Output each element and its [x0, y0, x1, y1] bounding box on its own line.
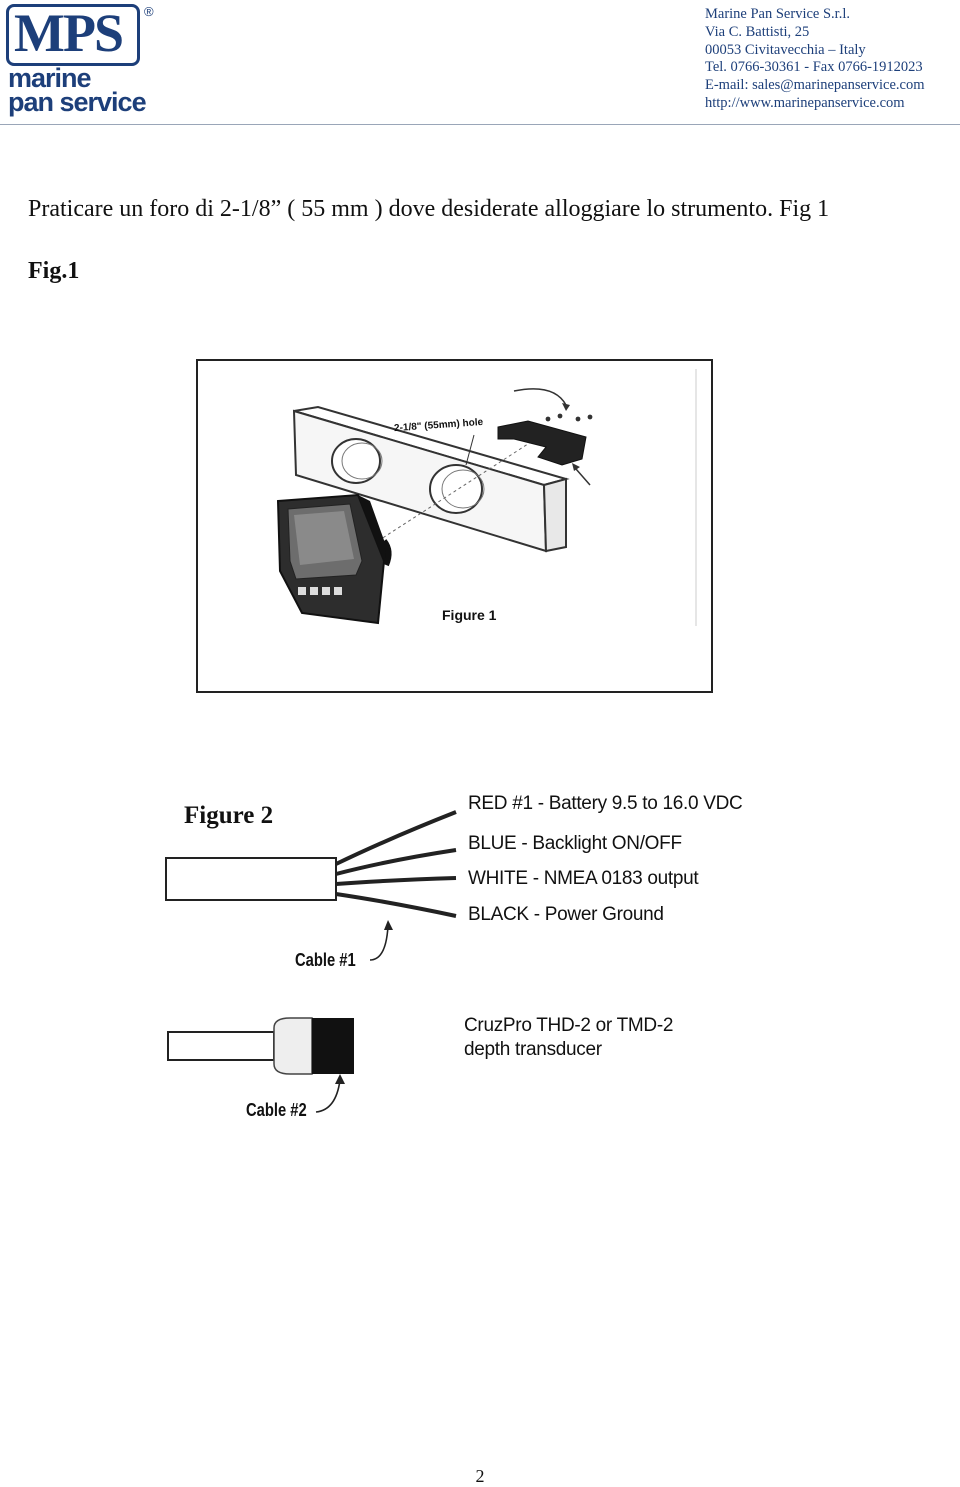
company-logo: MPS ® marine pan service — [6, 3, 166, 122]
company-website: http://www.marinepanservice.com — [705, 94, 905, 111]
figure-2-wiring-diagram — [165, 810, 457, 1113]
company-name: Marine Pan Service S.r.l. — [705, 6, 850, 22]
wire-blue-label: BLUE - Backlight ON/OFF — [468, 833, 682, 854]
figure-reference-label: Fig.1 — [28, 258, 80, 284]
wire-white-label: WHITE - NMEA 0183 output — [468, 868, 699, 889]
cable-2-label: Cable #2 — [246, 1100, 307, 1120]
transducer-type: depth transducer — [464, 1039, 602, 1060]
logo-pan-service-text: pan service — [8, 87, 147, 117]
logo-marine-text: marine — [8, 63, 92, 93]
company-email: E-mail: sales@marinepanservice.com — [705, 77, 925, 94]
figure-1-illustration — [276, 369, 697, 626]
transducer-label: CruzPro THD-2 or TMD-2 depth transducer — [464, 1014, 673, 1062]
logo-registered-mark: ® — [144, 4, 154, 19]
company-street: Via C. Battisti, 25 — [705, 23, 810, 40]
instruction-text: Praticare un foro di 2-1/8” ( 55 mm ) do… — [28, 196, 830, 222]
company-info: Marine Pan Service S.r.l. Via C. Battist… — [705, 6, 925, 113]
company-phone: Tel. 0766-30361 - Fax 0766-1912023 — [705, 59, 923, 76]
figure-2-title: Figure 2 — [184, 802, 274, 829]
header-divider — [0, 124, 960, 125]
logo-mps-frame — [6, 4, 140, 66]
figure-1-caption: Figure 1 — [442, 607, 497, 623]
transducer-model: CruzPro THD-2 or TMD-2 — [464, 1015, 674, 1036]
logo-mps-text: MPS — [14, 3, 124, 63]
page-number: 2 — [475, 1466, 485, 1486]
cable-1-label: Cable #1 — [295, 950, 356, 970]
figure-1-frame: 2-1/8" (55mm) hole Figure 1 — [196, 359, 713, 693]
wire-black-label: BLACK - Power Ground — [468, 904, 664, 925]
figure-2: Figure 2 RED #1 - Battery 9.5 to 16.0 VD… — [160, 780, 820, 1130]
company-city: 00053 Civitavecchia – Italy — [705, 41, 866, 58]
wire-red-label: RED #1 - Battery 9.5 to 16.0 VDC — [468, 793, 743, 814]
